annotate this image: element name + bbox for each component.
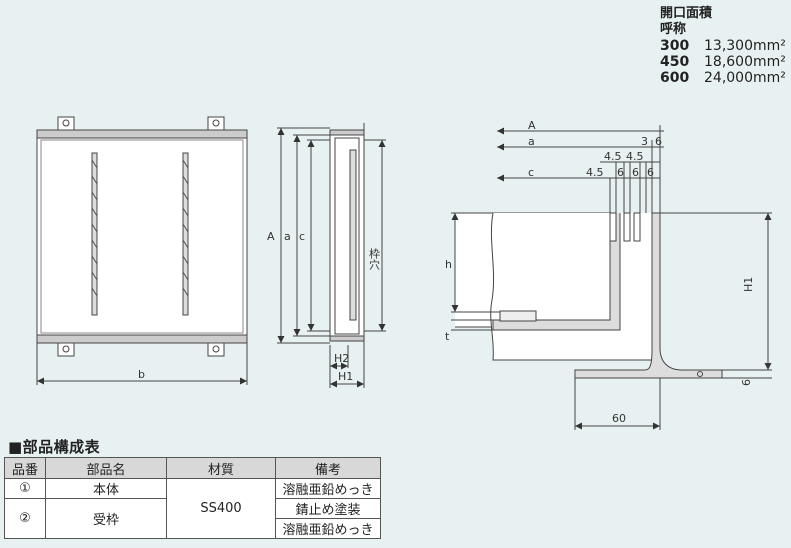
label-3: 3 xyxy=(641,135,648,148)
cell-note: 溶融亜鉛めっき xyxy=(275,518,381,539)
label-H1-section: H1 xyxy=(742,277,755,292)
label-4-5c: 4.5 xyxy=(586,166,604,179)
header-no: 品番 xyxy=(4,457,46,479)
label-c-section: c xyxy=(528,166,534,179)
section-detail xyxy=(451,125,772,430)
cell-note: 錆止め塗装 xyxy=(275,498,381,519)
parts-table-title: ■部品構成表 xyxy=(8,438,101,456)
label-h: h xyxy=(445,258,452,271)
header-note: 備考 xyxy=(275,457,381,479)
cell-name: 本体 xyxy=(45,478,167,499)
label-A: A xyxy=(267,230,275,243)
label-6c: 6 xyxy=(617,166,624,179)
label-A-section: A xyxy=(528,119,536,132)
label-6d: 6 xyxy=(632,166,639,179)
label-b: b xyxy=(138,368,145,381)
label-4-5b: 4.5 xyxy=(626,150,644,163)
label-60: 60 xyxy=(612,412,626,425)
front-view xyxy=(36,116,248,385)
label-H1: H1 xyxy=(338,370,353,383)
cell-note: 溶融亜鉛めっき xyxy=(275,478,381,499)
label-wakuana: 枠穴 xyxy=(368,247,381,270)
label-H2: H2 xyxy=(334,352,349,365)
table-row: ② 受枠 錆止め塗装 xyxy=(4,498,381,539)
side-view xyxy=(277,123,386,388)
label-6-side: 6 xyxy=(740,379,753,386)
label-a-section: a xyxy=(528,135,535,148)
header-material: 材質 xyxy=(166,457,276,479)
cell-material: SS400 xyxy=(166,478,276,539)
table-row: ① 本体 SS400 溶融亜鉛めっき xyxy=(4,478,381,539)
cell-name: 受枠 xyxy=(45,498,167,539)
label-c: c xyxy=(299,230,305,243)
label-6-top: 6 xyxy=(655,135,662,148)
label-4-5a: 4.5 xyxy=(604,150,622,163)
label-t: t xyxy=(445,330,450,343)
label-a: a xyxy=(284,230,291,243)
parts-table: 品番 部品名 材質 備考 ① 本体 SS400 溶融亜鉛めっき ② 受枠 錆止め… xyxy=(4,457,381,539)
spec-heading-size: 呼称 xyxy=(660,22,687,37)
spec-heading-area: 開口面積 xyxy=(660,6,713,21)
label-6e: 6 xyxy=(647,166,654,179)
cell-no: ② xyxy=(4,498,46,539)
table-header-row: 品番 部品名 材質 備考 xyxy=(4,457,381,479)
cell-no: ① xyxy=(4,478,46,499)
header-name: 部品名 xyxy=(45,457,167,479)
table-row: 溶融亜鉛めっき xyxy=(5,518,381,539)
